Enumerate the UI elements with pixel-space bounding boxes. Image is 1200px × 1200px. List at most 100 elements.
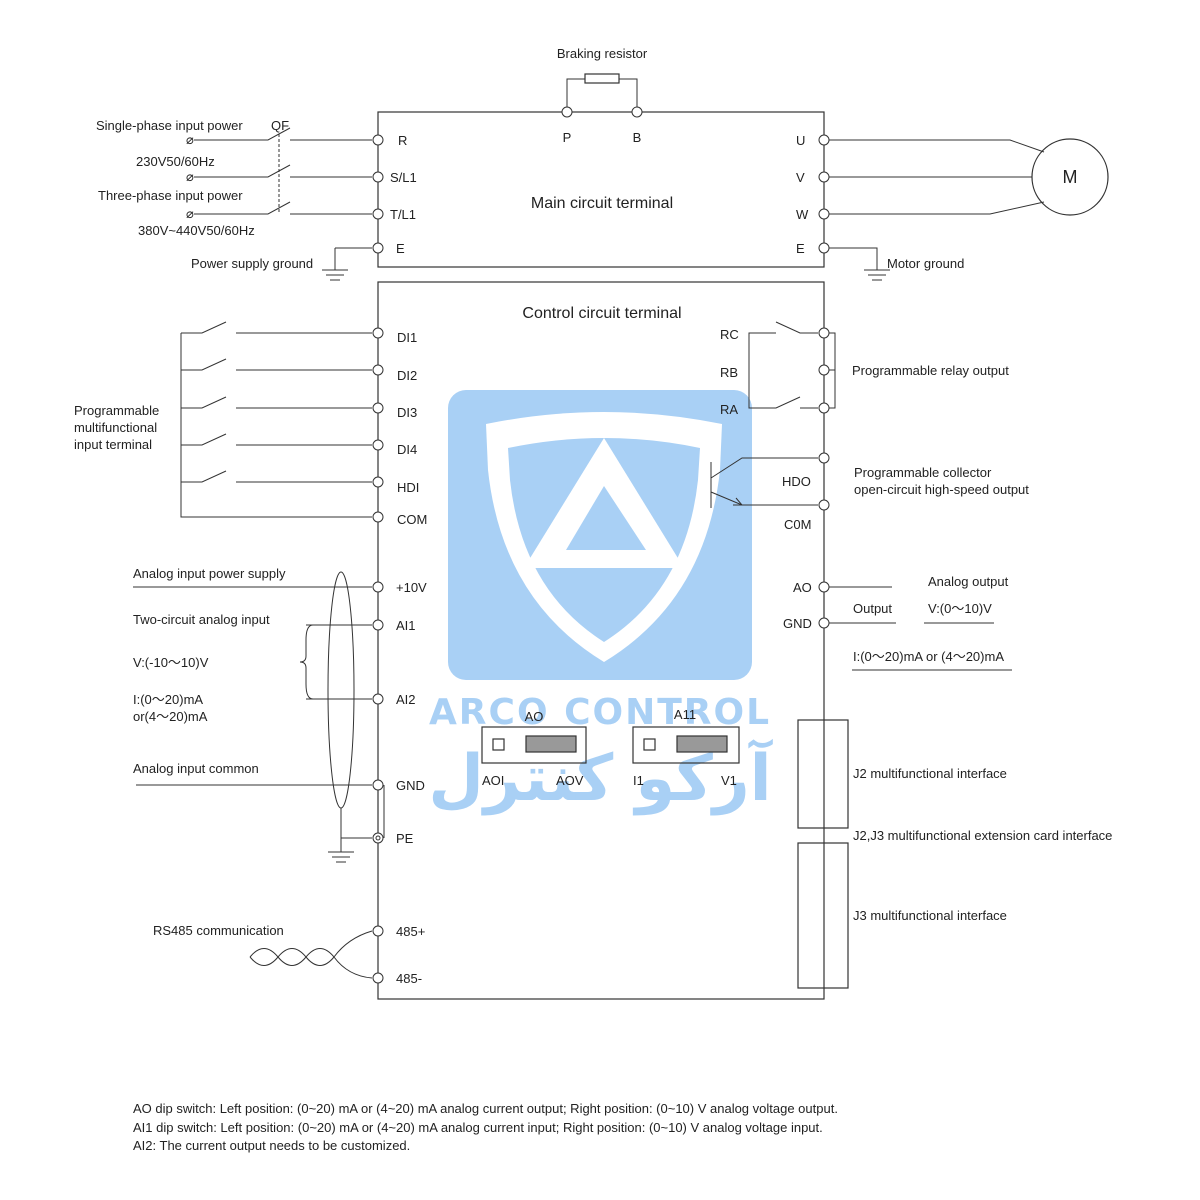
single-phase-spec: 230V50/60Hz — [136, 154, 215, 169]
terminal-di3 — [372, 402, 384, 414]
label-gnd-right: GND — [783, 616, 812, 631]
note-ao-dip: AO dip switch: Left position: (0~20) mA … — [133, 1101, 838, 1116]
dip-switch-ao — [481, 726, 587, 764]
label-t-l1: T/L1 — [390, 207, 416, 222]
label-ao: AO — [793, 580, 812, 595]
prog-input-label-3: input terminal — [74, 437, 152, 452]
terminal-hdo — [818, 452, 830, 464]
label-v: V — [796, 170, 805, 185]
dip-switch-ai1 — [632, 726, 740, 764]
dip-ai-right: V1 — [721, 773, 737, 788]
terminal-v — [818, 171, 830, 183]
label-ra: RA — [720, 402, 738, 417]
ao-current-label: I:(0～20)mA or (4～20)mA — [853, 649, 1004, 664]
watermark-wordmark: ARCO CONTROL — [429, 692, 771, 733]
terminal-di2 — [372, 364, 384, 376]
terminal-di4 — [372, 439, 384, 451]
svg-text:⌀: ⌀ — [186, 132, 194, 147]
terminal-r — [372, 134, 384, 146]
footnotes: AO dip switch: Left position: (0~20) mA … — [133, 1100, 838, 1156]
motor-ground-label: Motor ground — [887, 256, 964, 271]
label-rc: RC — [720, 327, 739, 342]
terminal-com-out — [818, 499, 830, 511]
motor-ground-icon — [864, 269, 890, 281]
j2-label: J2 multifunctional interface — [853, 766, 1007, 781]
main-circuit-title: Main circuit terminal — [531, 195, 673, 212]
brace-icon — [299, 624, 314, 700]
two-circuit-label: Two-circuit analog input — [133, 612, 270, 627]
label-10v: +10V — [396, 580, 427, 595]
shield-cable-icon — [327, 571, 355, 809]
note-ai1-dip: AI1 dip switch: Left position: (0~20) mA… — [133, 1119, 823, 1135]
terminal-com — [372, 511, 384, 523]
terminal-hdi — [372, 476, 384, 488]
dip-ao-right: AOV — [556, 773, 584, 788]
terminal-w — [818, 208, 830, 220]
label-di4: DI4 — [397, 442, 417, 457]
control-circuit-box — [377, 281, 825, 1000]
terminal-p — [561, 106, 573, 118]
note-ai2: AI2: The current output needs to be cust… — [133, 1138, 411, 1153]
twisted-pair-icon — [249, 930, 373, 979]
terminal-ai1 — [372, 619, 384, 631]
three-phase-spec: 380V~440V50/60Hz — [138, 223, 255, 238]
label-485n: 485- — [396, 971, 422, 986]
label-w: W — [796, 207, 809, 222]
pe-ground-icon — [328, 851, 354, 863]
motor-icon — [1031, 138, 1109, 216]
terminal-ra — [818, 402, 830, 414]
triangle-logo-hole — [566, 486, 646, 550]
label-485p: 485+ — [396, 924, 425, 939]
label-e-in: E — [396, 241, 405, 256]
label-hdi: HDI — [397, 480, 419, 495]
control-circuit: Control circuit terminal DI1 DI2 DI3 DI4… — [74, 281, 1112, 1000]
terminal-485p — [372, 925, 384, 937]
terminal-pe — [372, 832, 384, 844]
label-r: R — [398, 133, 407, 148]
terminal-rc — [818, 327, 830, 339]
label-hdo: HDO — [782, 474, 811, 489]
terminal-e-in — [372, 242, 384, 254]
terminal-s-l1 — [372, 171, 384, 183]
brand-watermark: ARCO CONTROL آرکو کنترل — [428, 390, 774, 816]
single-phase-label: Single-phase input power — [96, 118, 243, 133]
j2j3-label: J2,J3 multifunctional extension card int… — [853, 828, 1112, 843]
label-u: U — [796, 133, 805, 148]
v-range-label: V:(-10～10)V — [133, 655, 209, 670]
label-di3: DI3 — [397, 405, 417, 420]
label-com-out: C0M — [784, 517, 811, 532]
analog-power-label: Analog input power supply — [133, 566, 286, 581]
terminal-gnd-right — [818, 617, 830, 629]
output-label: Output — [853, 601, 892, 616]
breaker-label: QF — [271, 118, 289, 133]
collector-label-1: Programmable collector — [854, 465, 992, 480]
label-di2: DI2 — [397, 368, 417, 383]
prog-input-label-1: Programmable — [74, 403, 159, 418]
dip-ao-left: AOI — [482, 773, 504, 788]
braking-resistor-symbol — [584, 73, 620, 84]
label-di1: DI1 — [397, 330, 417, 345]
svg-text:⌀: ⌀ — [186, 169, 194, 184]
dip-ai-left: I1 — [633, 773, 644, 788]
j2-interface — [797, 719, 849, 829]
terminal-t-l1 — [372, 208, 384, 220]
label-com: COM — [397, 512, 427, 527]
label-p: P — [563, 130, 572, 145]
dip-ao-title: AO — [525, 709, 544, 724]
terminal-e-out — [818, 242, 830, 254]
relay-output-label: Programmable relay output — [852, 363, 1009, 378]
terminal-ai2 — [372, 693, 384, 705]
control-circuit-title: Control circuit terminal — [522, 305, 681, 322]
main-circuit-box — [377, 111, 825, 268]
label-s-l1: S/L1 — [390, 170, 417, 185]
terminal-485n — [372, 972, 384, 984]
label-rb: RB — [720, 365, 738, 380]
braking-resistor-label: Braking resistor — [557, 46, 648, 61]
label-gnd-left: GND — [396, 778, 425, 793]
ao-voltage-label: V:(0～10)V — [928, 601, 992, 616]
label-b: B — [633, 130, 642, 145]
terminal-u — [818, 134, 830, 146]
three-phase-label: Three-phase input power — [98, 188, 243, 203]
prog-input-label-2: multifunctional — [74, 420, 157, 435]
